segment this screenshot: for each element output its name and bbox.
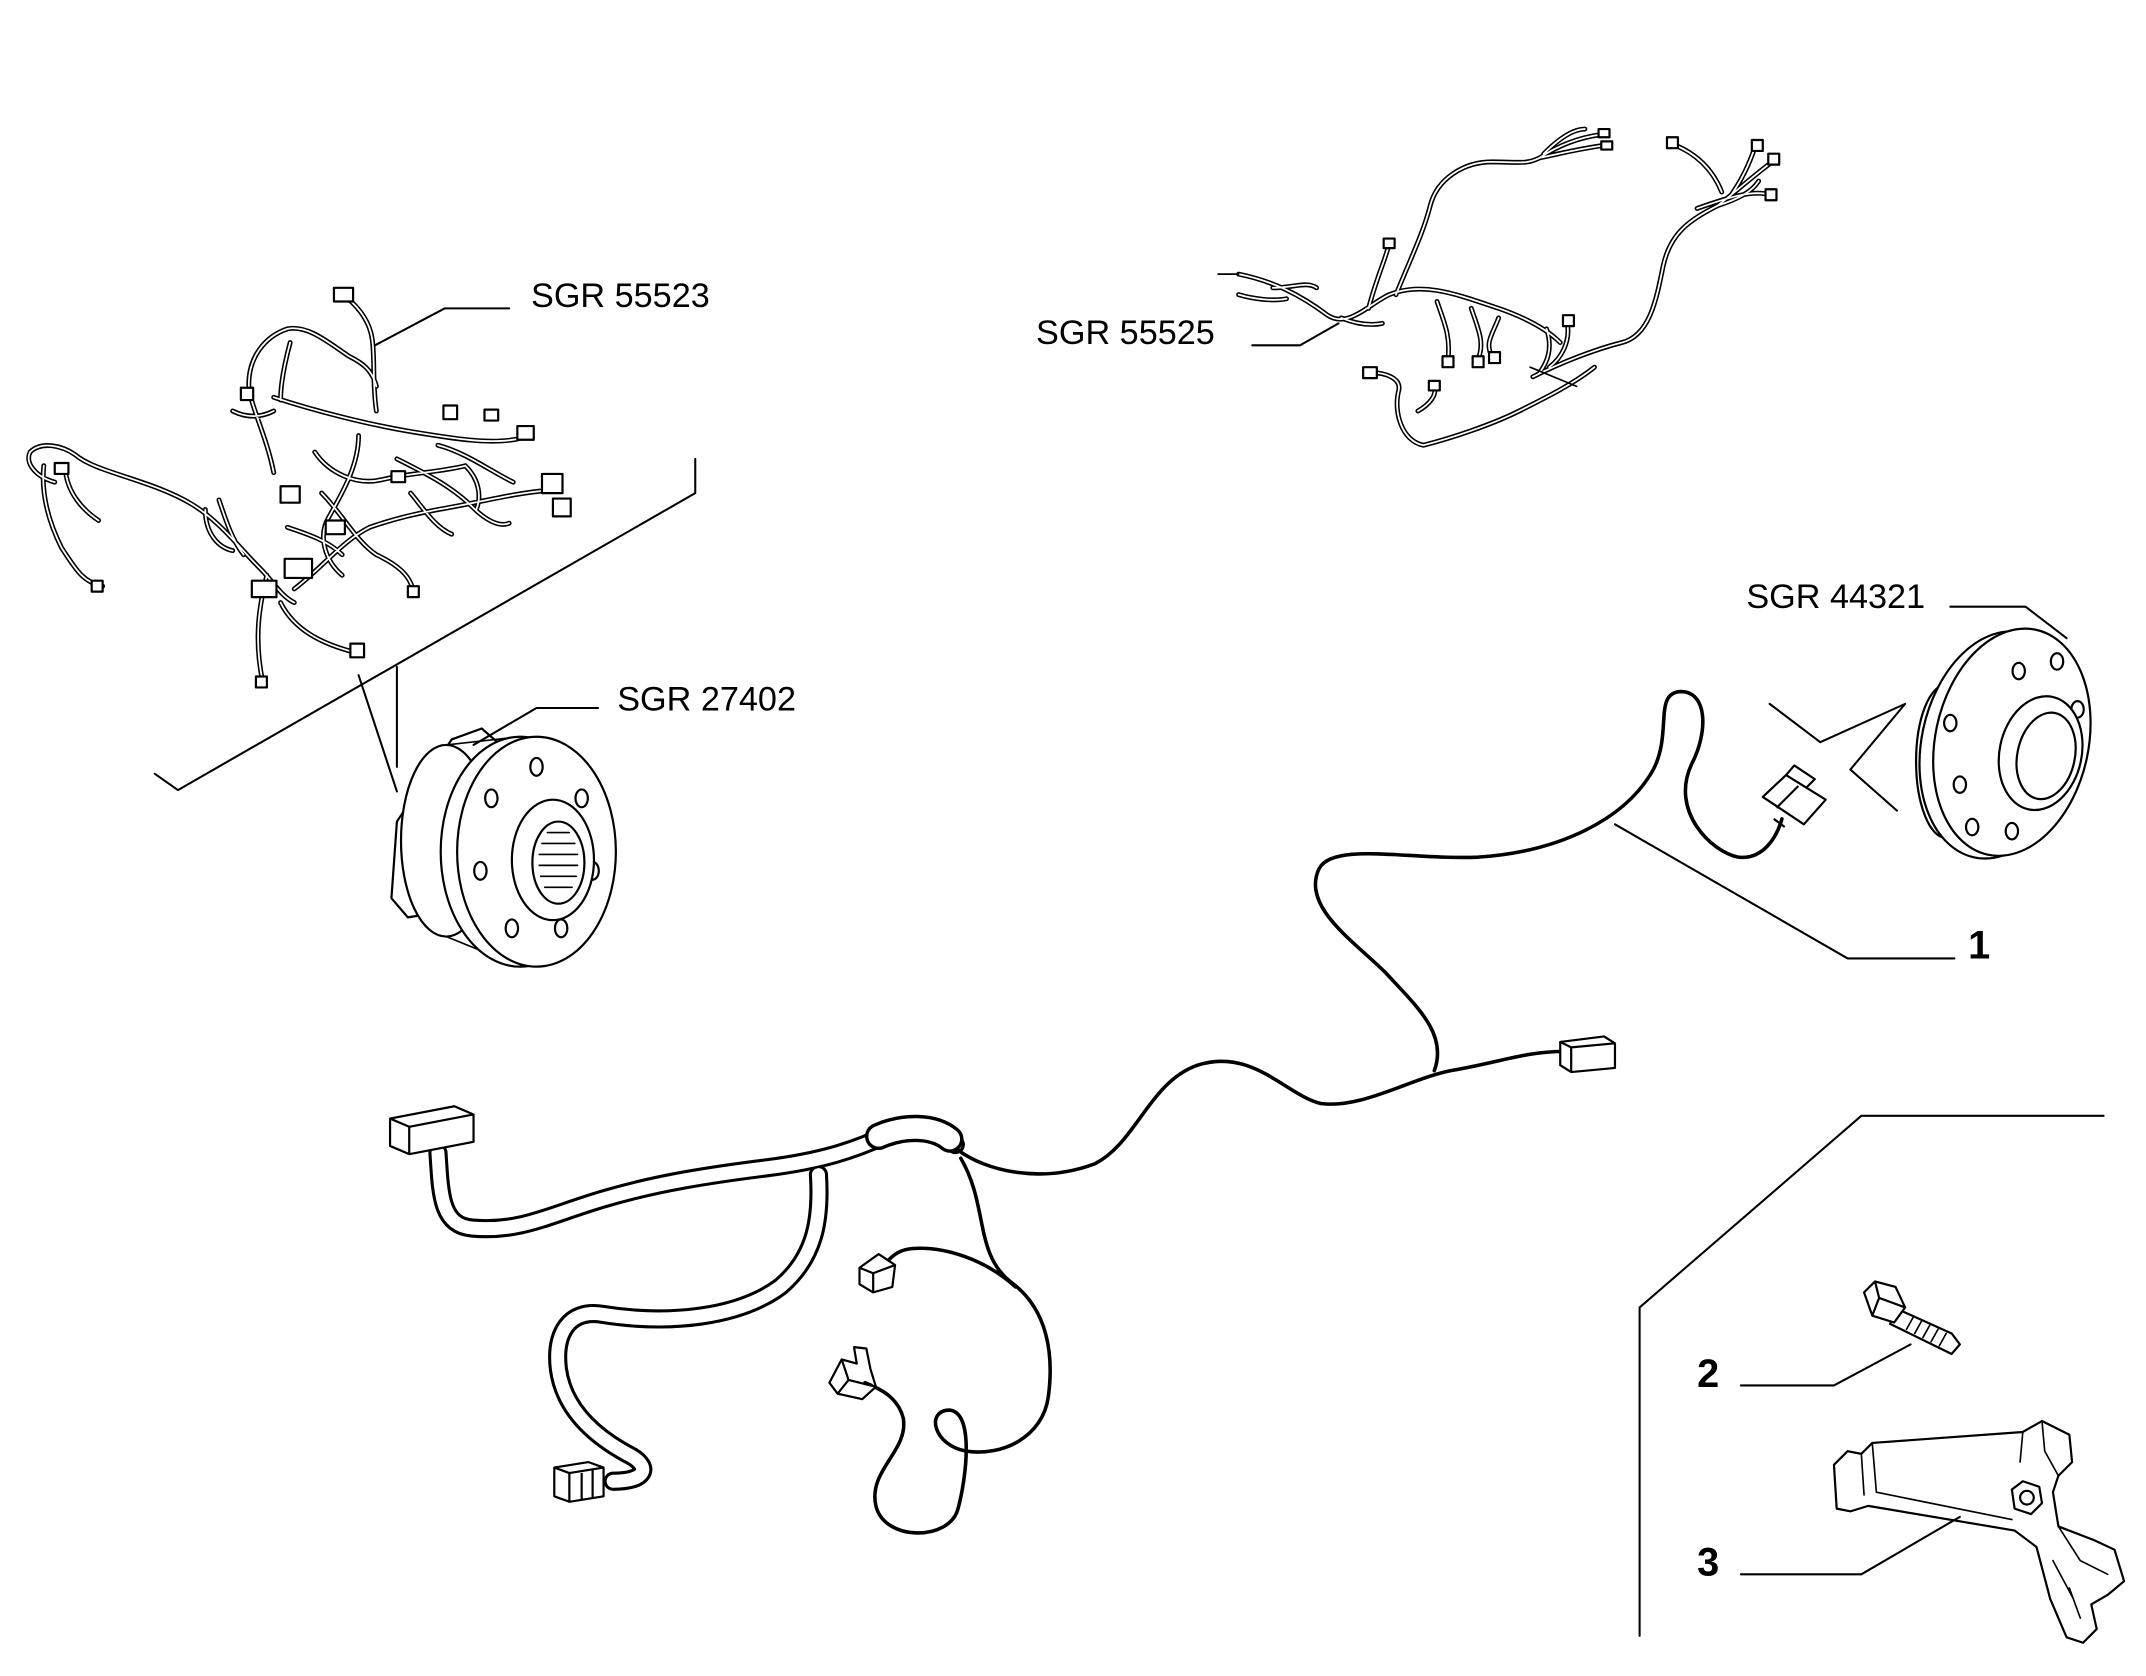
- part-1-wiring-harness: [388, 689, 1827, 1535]
- harness-1-wheel-sensor: [1761, 764, 1827, 828]
- leader-part-2: [1739, 1343, 1912, 1387]
- bolt-hole: [1943, 713, 1958, 733]
- bracket-edges: [1860, 1420, 2109, 1619]
- harness-55525-connectors: [1362, 127, 1781, 392]
- harness-1-connector-main: [388, 1105, 475, 1156]
- harness-sgr-55523: [29, 286, 572, 689]
- leader-sgr-55523: [373, 307, 511, 347]
- harness-1-connector-right: [1559, 1035, 1617, 1074]
- harness-1-wire-main: [956, 1049, 1565, 1176]
- bolt-hole: [484, 788, 499, 809]
- harness-1-connector-bottom: [553, 1460, 605, 1503]
- bolt-hole: [2004, 821, 2020, 841]
- bolt-hole: [504, 918, 520, 939]
- bolt-hole: [473, 860, 488, 881]
- harness-1-grommet-fill: [868, 1118, 961, 1150]
- harness-sgr-55525: [1217, 127, 1781, 445]
- hub-44321-bolt-holes: [1943, 652, 2085, 841]
- bolt-hole: [1952, 775, 1968, 794]
- harness-1-connector-small: [858, 1252, 897, 1294]
- bolt-hole: [574, 788, 589, 809]
- hub-44321-bore: [2015, 711, 2077, 801]
- harness-1-wire-sensor: [1313, 689, 1784, 1073]
- leader-part-3: [1739, 1515, 1961, 1576]
- leader-sgr-44321: [1949, 605, 2068, 640]
- hub-27402-spline-bore: [531, 820, 586, 905]
- reference-label-sgr-55523[interactable]: SGR 55523: [531, 277, 710, 315]
- bolt-hole: [1964, 817, 1980, 837]
- harness-1-sheath-fill: [431, 1123, 962, 1488]
- leader-sgr-27402: [472, 706, 600, 746]
- part-2-bolt: [1862, 1280, 1961, 1356]
- bolt-hole: [2049, 652, 2065, 671]
- reference-label-sgr-44321[interactable]: SGR 44321: [1746, 578, 1925, 616]
- callout-part-1[interactable]: 1: [1968, 923, 1990, 967]
- hub-27402-spline-teeth: [538, 831, 579, 889]
- bracket-nut-hole: [2018, 1489, 2035, 1506]
- reference-label-sgr-27402[interactable]: SGR 27402: [617, 681, 796, 719]
- callout-part-3[interactable]: 3: [1697, 1541, 1719, 1585]
- harness-1-sensor-plug: [828, 1346, 878, 1401]
- harness-55525-crossing-line: [1217, 273, 1578, 388]
- wheel-hub-sgr-44321: [1914, 627, 2092, 860]
- part-3-bracket: [1832, 1419, 2126, 1644]
- harness-1-wire-loop: [863, 1156, 1052, 1535]
- harness-1-wire-branch: [885, 1246, 1018, 1289]
- harness-55525-outline: [1239, 129, 1773, 445]
- harness-55523-connectors: [53, 286, 572, 689]
- bolt-hole: [529, 756, 544, 777]
- bracket-body: [1832, 1419, 2126, 1644]
- leader-part-1: [1613, 823, 1956, 960]
- bolt-head: [1862, 1280, 1907, 1324]
- bolt-hole: [553, 918, 569, 939]
- leader-sgr-55525: [1251, 322, 1340, 347]
- group-frame-top-left: [153, 457, 697, 793]
- group-frame-bottom-right: [1638, 1114, 2105, 1637]
- bolt-thread: [1905, 1316, 1948, 1347]
- callout-part-2[interactable]: 2: [1697, 1352, 1719, 1396]
- group-pointer-hub-right: [1768, 702, 1907, 812]
- reference-label-sgr-55525[interactable]: SGR 55525: [1036, 314, 1215, 352]
- wheel-hub-sgr-27402: [390, 727, 617, 968]
- bolt-hole: [2011, 661, 2026, 681]
